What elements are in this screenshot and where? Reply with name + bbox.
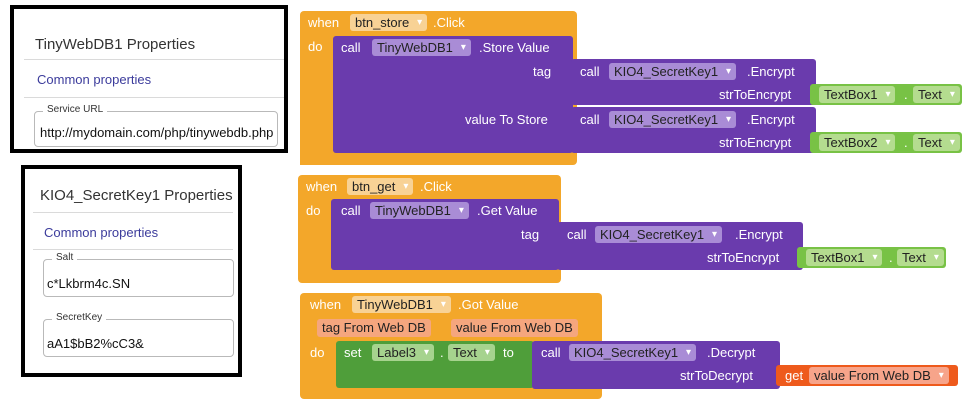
text-property-dropdown[interactable]: Text: [913, 86, 960, 103]
decrypt-call-block[interactable]: call KIO4_SecretKey1 .Decrypt strToDecry…: [532, 341, 780, 389]
component-dropdown[interactable]: btn_store: [350, 14, 428, 31]
call-label: call: [341, 203, 361, 218]
str-to-encrypt-label: strToEncrypt: [719, 87, 792, 102]
value-from-web-db-param[interactable]: value From Web DB: [451, 319, 578, 337]
secretkey-value: aA1$bB2%cC3&: [47, 336, 144, 351]
text-property-dropdown[interactable]: Text: [913, 134, 960, 151]
encrypt-call-block[interactable]: call KIO4_SecretKey1 .Encrypt strToEncry…: [571, 107, 816, 153]
tinywebdb-dropdown[interactable]: TinyWebDB1: [370, 202, 469, 219]
service-url-value: http://mydomain.com/php/tinywebdb.php: [40, 125, 274, 140]
tag-socket-label: tag: [521, 227, 540, 242]
get-variable-block[interactable]: get value From Web DB: [776, 365, 958, 386]
event-label: .Click: [420, 179, 452, 194]
common-properties-link[interactable]: Common properties: [44, 225, 159, 240]
str-to-decrypt-label: strToDecrypt: [680, 368, 753, 383]
text-property-dropdown[interactable]: Text: [897, 249, 944, 266]
event-label: .Got Value: [458, 297, 519, 312]
call-label: call: [341, 40, 361, 55]
to-label: to: [503, 345, 514, 360]
common-properties-link[interactable]: Common properties: [37, 72, 152, 87]
set-label: set: [344, 345, 362, 360]
decrypt-method-label: .Decrypt: [707, 345, 756, 360]
secretkey-label: SecretKey: [52, 312, 107, 323]
secretkey-dropdown[interactable]: KIO4_SecretKey1: [609, 111, 737, 128]
dot-label: .: [440, 345, 444, 360]
divider: [33, 249, 233, 250]
tag-socket-label: tag: [533, 64, 552, 79]
call-label: call: [541, 345, 561, 360]
get-label: get: [785, 368, 804, 383]
tinywebdb-dropdown[interactable]: TinyWebDB1: [372, 39, 471, 56]
text-property-dropdown[interactable]: Text: [448, 344, 495, 361]
call-label: call: [567, 227, 587, 242]
secretkey-dropdown[interactable]: KIO4_SecretKey1: [609, 63, 737, 80]
encrypt-call-block[interactable]: call KIO4_SecretKey1 .Encrypt strToEncry…: [571, 59, 816, 105]
do-label: do: [308, 39, 323, 54]
panel-title: KIO4_SecretKey1 Properties: [40, 187, 233, 204]
dot-label: .: [889, 250, 893, 265]
when-label: when: [310, 297, 342, 312]
salt-field[interactable]: Salt c*Lkbrm4c.SN: [43, 252, 234, 297]
component-dropdown[interactable]: TinyWebDB1: [352, 296, 451, 313]
secretkey-field[interactable]: SecretKey aA1$bB2%cC3&: [43, 312, 234, 357]
encrypt-call-block[interactable]: call KIO4_SecretKey1 .Encrypt strToEncry…: [557, 222, 803, 270]
service-url-field[interactable]: Service URL http://mydomain.com/php/tiny…: [34, 104, 278, 147]
textbox1-text-getter[interactable]: TextBox1 . Text: [797, 247, 946, 268]
component-dropdown[interactable]: btn_get: [347, 178, 414, 195]
get-value-call-block[interactable]: call TinyWebDB1 .Get Value tag: [331, 199, 559, 270]
str-to-encrypt-label: strToEncrypt: [707, 250, 780, 265]
when-label: when: [308, 15, 340, 30]
method-label: .Get Value: [477, 203, 538, 218]
tag-from-web-db-param[interactable]: tag From Web DB: [317, 319, 431, 337]
tinywebdb1-properties-panel: TinyWebDB1 Properties Common properties …: [10, 5, 288, 153]
value-socket-label: value To Store: [465, 112, 548, 127]
secretkey-dropdown[interactable]: KIO4_SecretKey1: [595, 226, 723, 243]
textbox1-dropdown[interactable]: TextBox1: [819, 86, 896, 103]
textbox2-text-getter[interactable]: TextBox2 . Text: [810, 132, 962, 153]
store-value-call-block[interactable]: call TinyWebDB1 .Store Value tag value T…: [333, 36, 573, 153]
service-url-label: Service URL: [43, 104, 108, 115]
kio4-secretkey1-properties-panel: KIO4_SecretKey1 Properties Common proper…: [21, 165, 242, 377]
do-label: do: [306, 203, 321, 218]
do-label: do: [310, 345, 325, 360]
method-label: .Store Value: [479, 40, 550, 55]
textbox1-dropdown[interactable]: TextBox1: [806, 249, 883, 266]
variable-dropdown[interactable]: value From Web DB: [809, 367, 949, 384]
panel-title: TinyWebDB1 Properties: [35, 36, 196, 53]
call-label: call: [580, 112, 600, 127]
salt-label: Salt: [52, 252, 78, 263]
divider: [24, 97, 284, 98]
secretkey-dropdown[interactable]: KIO4_SecretKey1: [569, 344, 697, 361]
textbox2-dropdown[interactable]: TextBox2: [819, 134, 896, 151]
encrypt-method-label: .Encrypt: [735, 227, 783, 242]
call-label: call: [580, 64, 600, 79]
dot-label: .: [904, 87, 908, 102]
event-bottom-bar: [300, 151, 346, 165]
salt-value: c*Lkbrm4c.SN: [47, 276, 131, 291]
textbox1-text-getter[interactable]: TextBox1 . Text: [810, 84, 962, 105]
dot-label: .: [904, 135, 908, 150]
event-label: .Click: [433, 15, 465, 30]
encrypt-method-label: .Encrypt: [747, 112, 795, 127]
encrypt-method-label: .Encrypt: [747, 64, 795, 79]
divider: [33, 212, 233, 213]
set-label3-text-block[interactable]: set Label3 . Text to: [336, 341, 534, 388]
divider: [24, 59, 284, 60]
when-label: when: [306, 179, 338, 194]
label3-dropdown[interactable]: Label3: [372, 344, 435, 361]
str-to-encrypt-label: strToEncrypt: [719, 135, 792, 150]
